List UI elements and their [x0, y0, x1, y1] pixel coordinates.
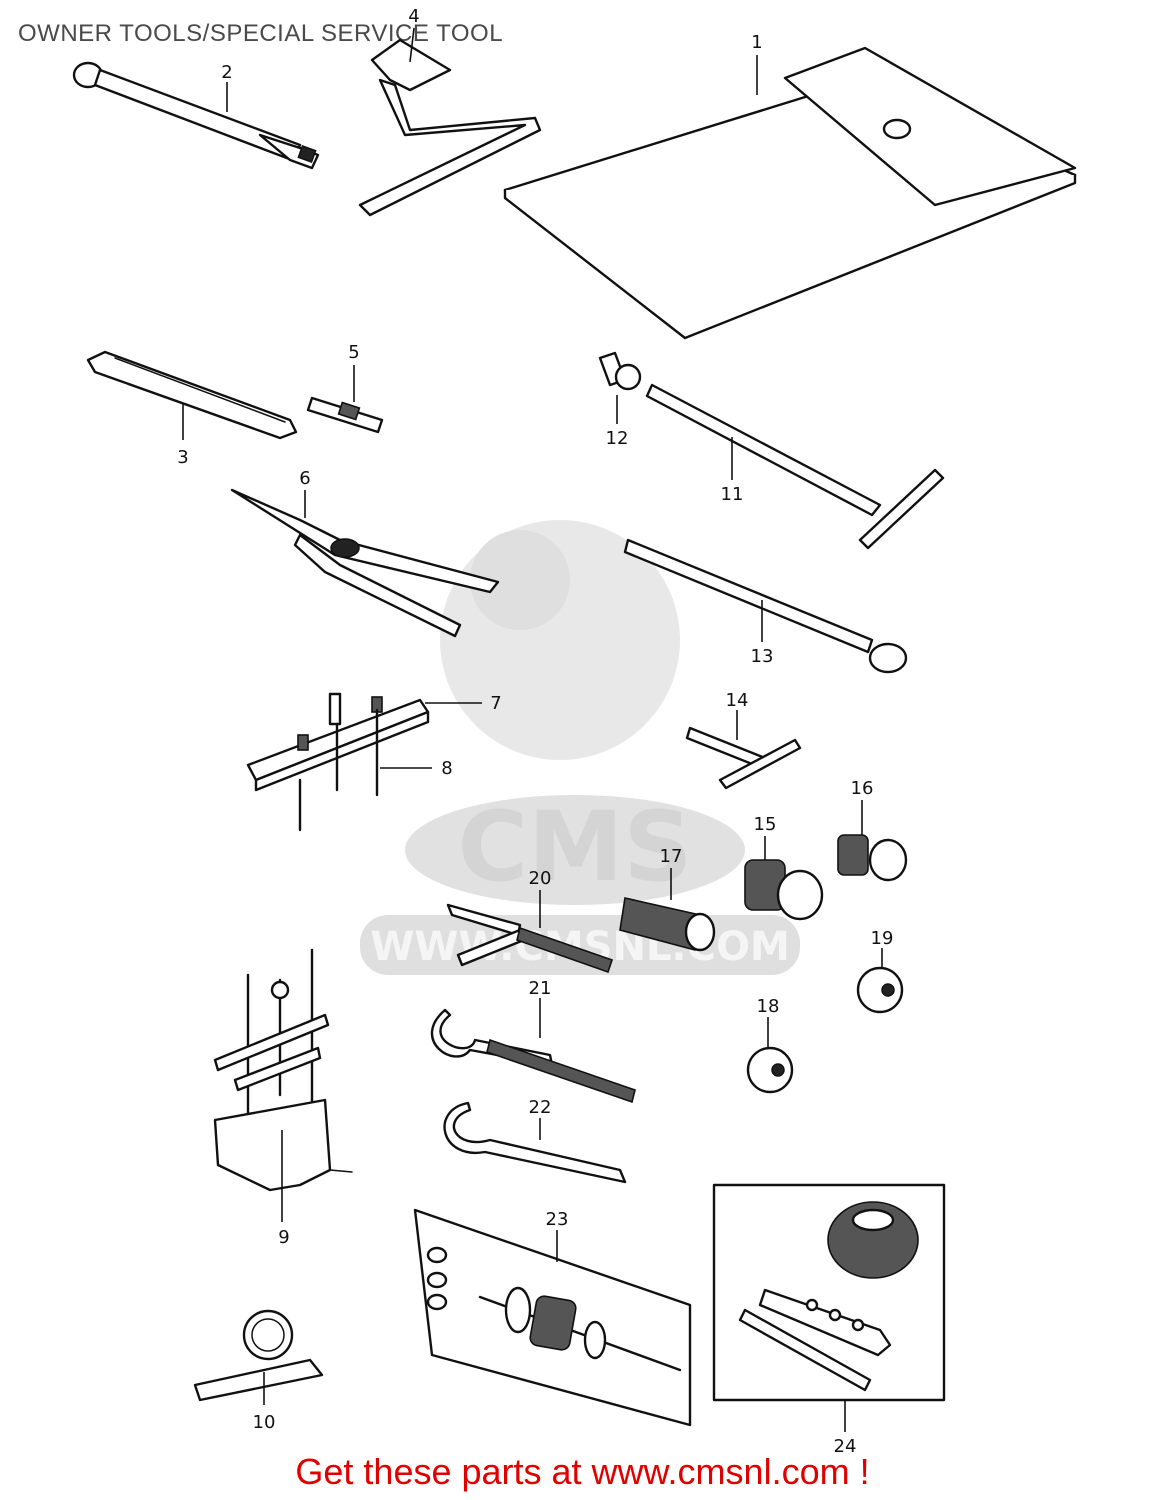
callout-22: 22 — [529, 1097, 552, 1118]
part-12-adapter — [598, 351, 642, 391]
part-6-circlip-pliers — [230, 488, 500, 638]
part-10-dial-gauge — [193, 1309, 324, 1402]
part-13-long-bolt — [623, 538, 908, 674]
footer-cta-link[interactable]: Get these parts at www.cmsnl.com ! — [295, 1451, 870, 1492]
callout-1: 1 — [751, 32, 762, 53]
callout-14: 14 — [726, 690, 749, 711]
part-19-collar — [856, 966, 904, 1014]
callout-10: 10 — [253, 1412, 276, 1433]
part-14-t-bar — [685, 726, 802, 790]
callout-13: 13 — [751, 646, 774, 667]
part-3-wrench — [86, 350, 298, 440]
callout-19: 19 — [871, 928, 894, 949]
part-18-collar — [746, 1046, 794, 1094]
part-15-driver — [744, 859, 824, 921]
cms-watermark: CMS WWW.CMSNL.COM — [360, 520, 800, 975]
callout-17: 17 — [660, 846, 683, 867]
callout-8: 8 — [441, 758, 452, 779]
part-8-puller-bolts — [298, 708, 379, 832]
part-24-holder-assembly — [712, 1183, 946, 1402]
callout-4: 4 — [408, 6, 419, 27]
part-4-crank-tool — [358, 38, 542, 217]
callout-21: 21 — [529, 978, 552, 999]
watermark-url: WWW.CMSNL.COM — [370, 924, 790, 970]
diagram-title: OWNER TOOLS/SPECIAL SERVICE TOOL — [18, 20, 504, 47]
callout-18: 18 — [757, 996, 780, 1017]
callout-23: 23 — [546, 1209, 569, 1230]
callout-9: 9 — [278, 1227, 289, 1248]
callout-20: 20 — [529, 868, 552, 889]
part-21-hook-wrench — [430, 1008, 636, 1104]
part-5-sleeve — [306, 396, 384, 434]
part-16-driver — [837, 834, 908, 882]
callout-11: 11 — [721, 484, 744, 505]
part-22-hook-spanner — [443, 1101, 627, 1184]
callout-3: 3 — [177, 447, 188, 468]
callout-2: 2 — [221, 62, 232, 83]
part-11-t-handle — [645, 383, 945, 550]
callout-15: 15 — [754, 814, 777, 835]
part-1-tool-bag — [503, 46, 1077, 340]
part-20-puller — [446, 903, 614, 974]
callout-labels: 1 2 3 4 5 6 7 8 9 10 11 12 13 14 15 16 1… — [177, 6, 893, 1457]
part-23-driver-set — [413, 1208, 692, 1427]
part-2-plug-wrench — [72, 61, 320, 170]
callout-5: 5 — [348, 342, 359, 363]
callout-24: 24 — [834, 1436, 857, 1457]
callout-12: 12 — [606, 428, 629, 449]
leader-lines — [182, 27, 883, 1432]
part-9-puller-assembly — [213, 948, 353, 1192]
part-17-driver — [619, 897, 716, 952]
watermark-brand: CMS — [457, 791, 692, 903]
callout-6: 6 — [299, 468, 310, 489]
callout-16: 16 — [851, 778, 874, 799]
callout-7: 7 — [490, 693, 501, 714]
